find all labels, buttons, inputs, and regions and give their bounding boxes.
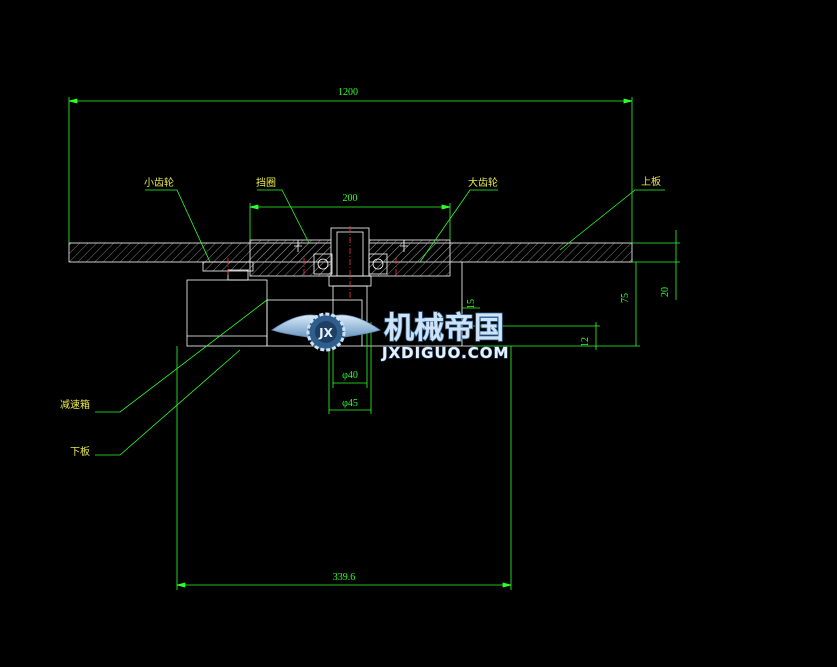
dim-shaft-dia-inner: φ40	[342, 370, 358, 381]
label-retaining-ring: 挡圈	[256, 176, 276, 189]
center-lines	[227, 226, 397, 300]
dim-step: 15	[466, 299, 477, 309]
label-lower-plate: 下板	[70, 445, 90, 458]
watermark-site: JXDIGUO.COM	[381, 344, 509, 362]
logo-letters: JX	[318, 326, 333, 340]
dim-gear-span: 200	[343, 193, 358, 204]
dim-shaft-dia-outer: φ45	[342, 398, 358, 409]
dim-small-gap: 12	[580, 337, 591, 347]
label-reducer: 减速箱	[60, 398, 90, 411]
dimension-lines	[68, 97, 680, 590]
leader-lines	[95, 189, 665, 456]
dim-height-total: 75	[620, 293, 631, 303]
dim-bottom-width: 339.6	[333, 572, 356, 583]
watermark-logo: JX 机械帝国 JXDIGUO.COM	[271, 310, 509, 363]
label-large-gear: 大齿轮	[468, 176, 498, 189]
gear-assembly	[202, 227, 451, 323]
reducer-box	[186, 269, 268, 347]
dim-plate-height: 20	[660, 287, 671, 297]
watermark-name: 机械帝国	[384, 311, 504, 346]
label-small-gear: 小齿轮	[144, 176, 174, 189]
label-upper-plate: 上板	[641, 175, 661, 188]
dim-overall-width: 1200	[338, 87, 358, 98]
